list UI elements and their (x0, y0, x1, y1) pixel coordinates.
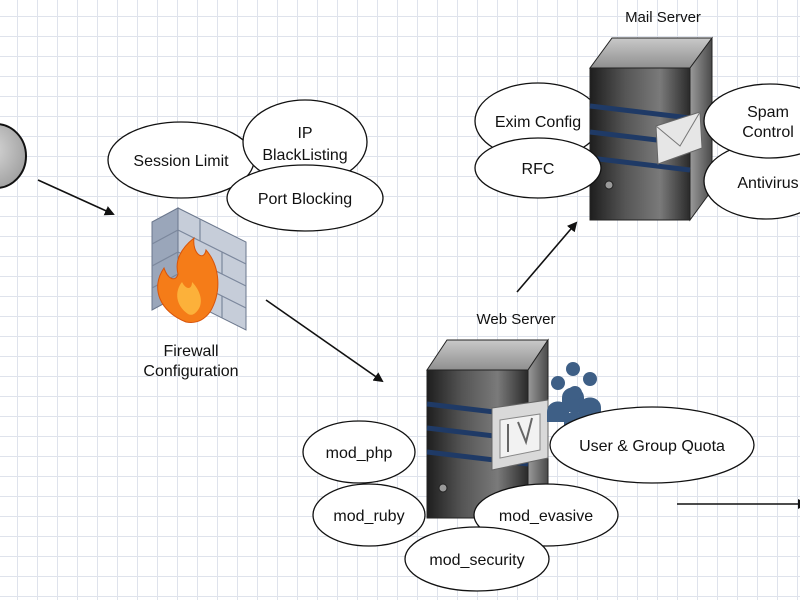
session-limit-label: Session Limit (133, 153, 229, 170)
web-server-panel-icon (491, 399, 549, 471)
port-blocking-ellipse: Port Blocking (226, 164, 384, 232)
ip-blacklisting-label-line2: BlackListing (262, 147, 347, 164)
firewall-icon: Firewall Configuration (143, 207, 247, 380)
spam-control-label-line2: Control (742, 124, 794, 141)
ip-blacklisting-ellipse: IP BlackListing (242, 99, 368, 185)
connection-arrows (37, 179, 800, 509)
user-group-quota-label: User & Group Quota (579, 438, 725, 455)
mod-security-ellipse (404, 526, 550, 592)
mail-server: Mail Server Exim Config RFC Antivirus Sp… (474, 9, 800, 222)
arrow-client-to-firewall (37, 179, 115, 216)
ip-blacklisting-label-line1: IP (297, 125, 312, 142)
mod-ruby-label: mod_ruby (333, 508, 404, 525)
spam-control-ellipse (703, 83, 800, 159)
web-server-label: Web Server (477, 311, 556, 328)
mod-evasive-label: mod_evasive (499, 508, 593, 525)
rfc-label: RFC (522, 161, 555, 178)
arrow-firewall-to-web-server (265, 299, 384, 383)
client-node (0, 123, 27, 189)
antivirus-label: Antivirus (737, 175, 798, 192)
rfc-ellipse (474, 137, 602, 199)
exim-config-label: Exim Config (495, 114, 581, 131)
arrow-web-server-to-mail-server (516, 221, 578, 293)
mod-php-ellipse (302, 420, 416, 484)
user-group-quota-ellipse (549, 406, 755, 484)
flame-icon (157, 236, 219, 323)
mod-php-label: mod_php (326, 445, 393, 462)
firewall-label-line1: Firewall (163, 343, 218, 360)
mail-envelope-icon (655, 111, 703, 165)
mod-security-label: mod_security (429, 552, 524, 569)
firewall-label-line2: Configuration (143, 363, 238, 380)
spam-control-label-line1: Spam (747, 104, 789, 121)
port-blocking-label: Port Blocking (258, 191, 352, 208)
firewall-rules: Session Limit IP BlackListing Port Block… (107, 99, 384, 232)
mod-ruby-ellipse (312, 483, 426, 547)
mail-server-label: Mail Server (625, 9, 701, 26)
web-server: Web Server User & Group Quota mod_php (302, 311, 755, 592)
